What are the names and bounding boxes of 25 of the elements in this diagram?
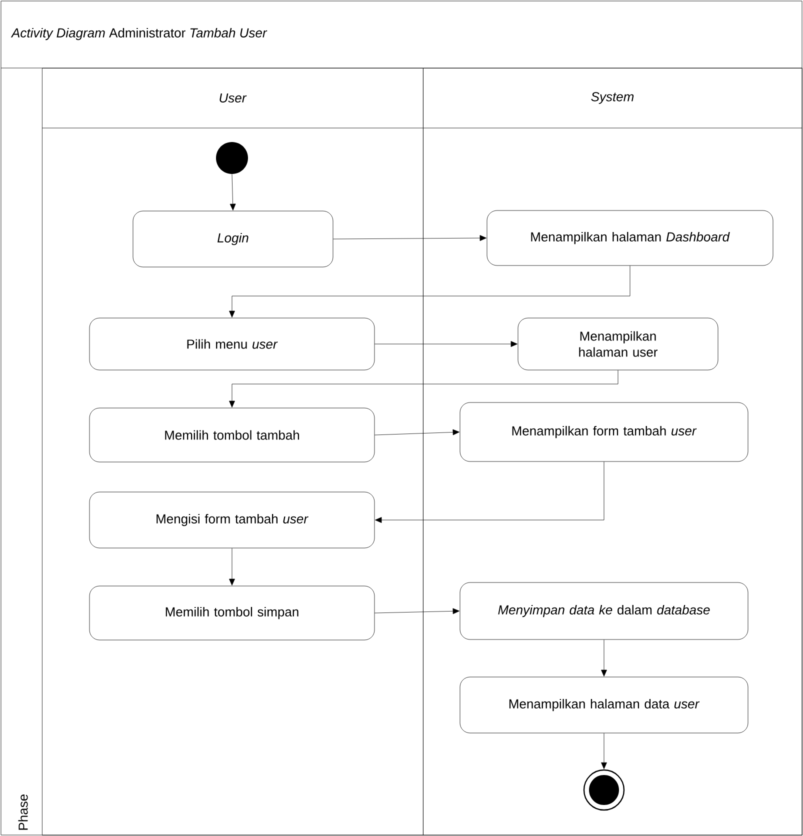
arrow bbox=[229, 548, 235, 586]
arrow bbox=[374, 341, 518, 347]
activity-box: Memilih tombol tambah bbox=[89, 408, 375, 462]
activity-box: Mengisi form tambah user bbox=[89, 492, 375, 548]
activity-box: Menampilkan form tambah user bbox=[460, 402, 748, 462]
arrow bbox=[374, 429, 460, 436]
arrow bbox=[230, 174, 236, 210]
arrow bbox=[333, 235, 486, 241]
activity-box: Memilih tombol simpan bbox=[89, 586, 375, 640]
arrow bbox=[601, 640, 607, 676]
start-node bbox=[216, 142, 248, 174]
phase-label: Phase bbox=[18, 794, 28, 830]
arrow bbox=[229, 266, 630, 318]
activity-box: Menampilkan halaman data user bbox=[460, 676, 748, 734]
arrow bbox=[229, 370, 618, 408]
activity-box: Menampilkan halaman user bbox=[518, 318, 718, 370]
activity-box: Pilih menu user bbox=[89, 318, 375, 370]
arrow bbox=[374, 608, 460, 614]
diagram-title: Activity Diagram Administrator Tambah User bbox=[10, 28, 268, 40]
activity-box: Login bbox=[132, 210, 334, 268]
arrow bbox=[375, 462, 604, 523]
activity-box: Menyimpan data ke dalam database bbox=[460, 582, 748, 640]
arrow bbox=[601, 733, 607, 770]
activity-box: Menampilkan halaman Dashboard bbox=[486, 210, 774, 266]
end-node bbox=[583, 769, 625, 811]
